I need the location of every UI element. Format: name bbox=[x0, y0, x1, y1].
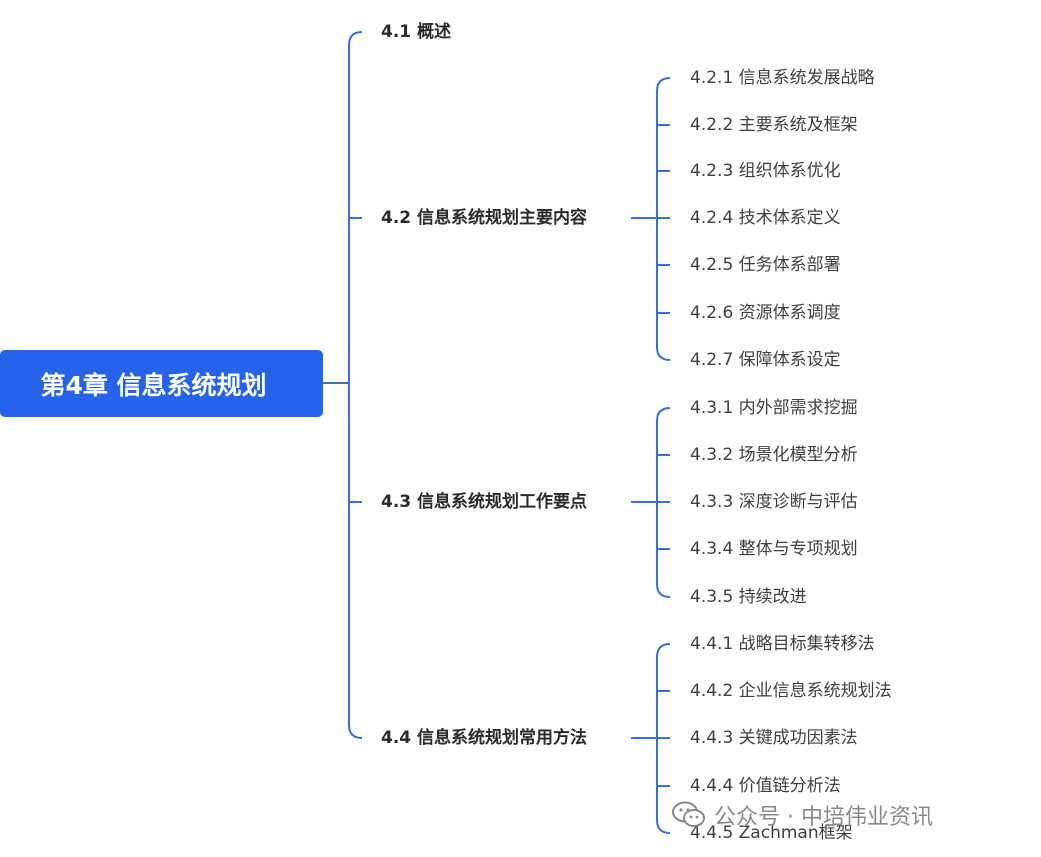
subtopic-4-2-7[interactable]: 4.2.7 保障体系设定 bbox=[690, 350, 841, 370]
section-4-1[interactable]: 4.1 概述 bbox=[381, 22, 452, 42]
subtopic-4-4-1[interactable]: 4.4.1 战略目标集转移法 bbox=[690, 634, 875, 654]
wechat-icon bbox=[672, 801, 706, 829]
subtopic-4-3-1[interactable]: 4.3.1 内外部需求挖掘 bbox=[690, 398, 858, 418]
subtopic-4-3-4[interactable]: 4.3.4 整体与专项规划 bbox=[690, 539, 858, 559]
subtopic-4-3-2[interactable]: 4.3.2 场景化模型分析 bbox=[690, 445, 858, 465]
subtopic-4-2-5[interactable]: 4.2.5 任务体系部署 bbox=[690, 255, 841, 275]
subtopic-4-4-3[interactable]: 4.4.3 关键成功因素法 bbox=[690, 728, 858, 748]
section-4-4[interactable]: 4.4 信息系统规划常用方法 bbox=[381, 728, 588, 748]
watermark: 公众号 · 中培伟业资讯 bbox=[672, 795, 933, 835]
subtopic-4-4-5[interactable]: 4.4.5 Zachman框架 bbox=[690, 823, 853, 843]
subtopic-4-4-2[interactable]: 4.4.2 企业信息系统规划法 bbox=[690, 681, 892, 701]
subtopic-4-4-4[interactable]: 4.4.4 价值链分析法 bbox=[690, 776, 841, 796]
root-topic[interactable]: 第4章 信息系统规划 bbox=[0, 350, 323, 417]
watermark-text: 公众号 · 中培伟业资讯 bbox=[714, 805, 933, 830]
section-bracket bbox=[348, 31, 363, 739]
subtopic-4-3-3[interactable]: 4.3.3 深度诊断与评估 bbox=[690, 492, 858, 512]
subtopic-4-2-4[interactable]: 4.2.4 技术体系定义 bbox=[690, 208, 841, 228]
section-4-3[interactable]: 4.3 信息系统规划工作要点 bbox=[381, 492, 588, 512]
subtopic-4-2-1[interactable]: 4.2.1 信息系统发展战略 bbox=[690, 68, 875, 88]
subtopic-4-2-3[interactable]: 4.2.3 组织体系优化 bbox=[690, 161, 841, 181]
section-4-2[interactable]: 4.2 信息系统规划主要内容 bbox=[381, 208, 588, 228]
subtopic-4-2-2[interactable]: 4.2.2 主要系统及框架 bbox=[690, 115, 858, 135]
subtopic-4-2-6[interactable]: 4.2.6 资源体系调度 bbox=[690, 303, 841, 323]
subtopic-4-3-5[interactable]: 4.3.5 持续改进 bbox=[690, 587, 807, 607]
